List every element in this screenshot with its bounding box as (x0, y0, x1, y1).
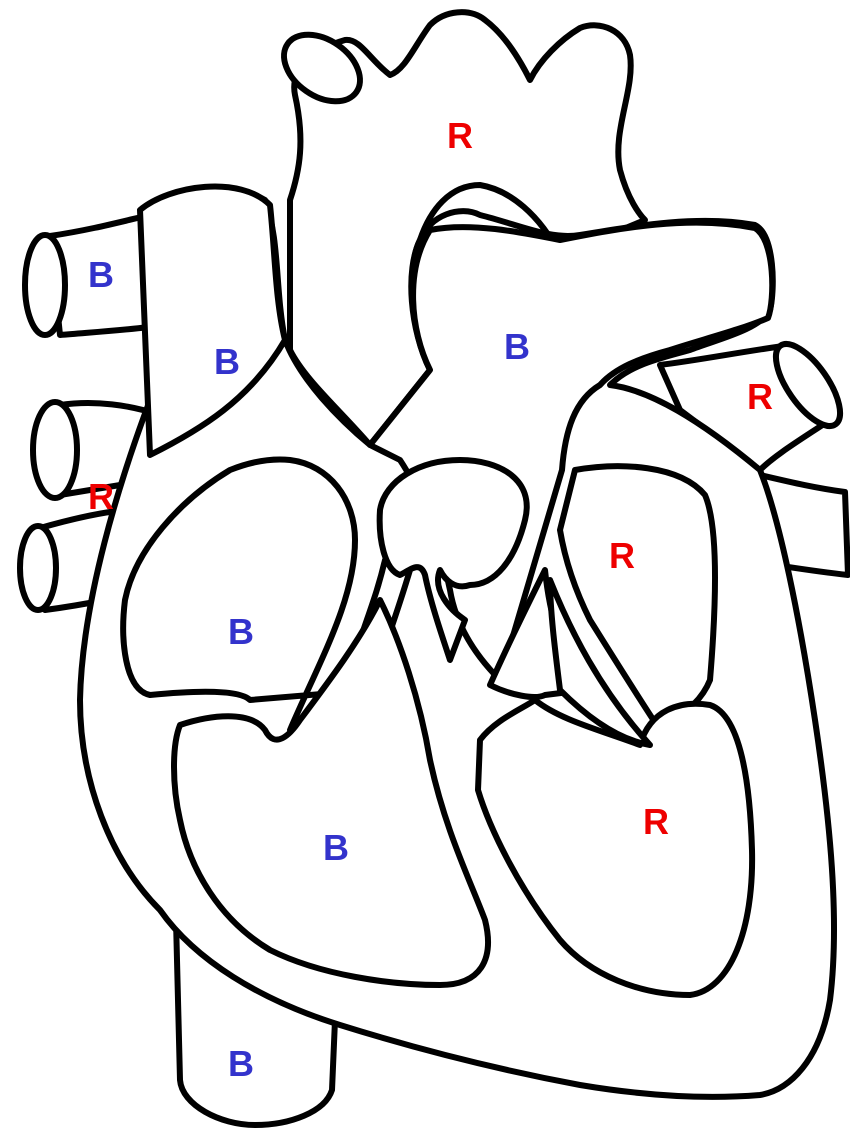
left-ventricle-label: R (643, 804, 669, 840)
right-pulmonary-vein-upper-opening (33, 402, 77, 498)
left-pulmonary-vein-label: R (747, 379, 773, 415)
inferior-vena-cava-label: B (228, 1046, 254, 1082)
superior-vena-cava-label: B (214, 344, 240, 380)
right-ventricle-label: B (323, 830, 349, 866)
pulmonary-artery-label: B (504, 329, 530, 365)
right-atrium-label: B (228, 614, 254, 650)
right-pulmonary-vein-lower-opening (20, 526, 56, 610)
aorta-label: R (447, 118, 473, 154)
right-pulmonary-artery-label: B (88, 257, 114, 293)
right-pulmonary-artery-opening (25, 235, 65, 335)
right-pulmonary-veins-label: R (88, 479, 114, 515)
left-atrium-label: R (609, 538, 635, 574)
